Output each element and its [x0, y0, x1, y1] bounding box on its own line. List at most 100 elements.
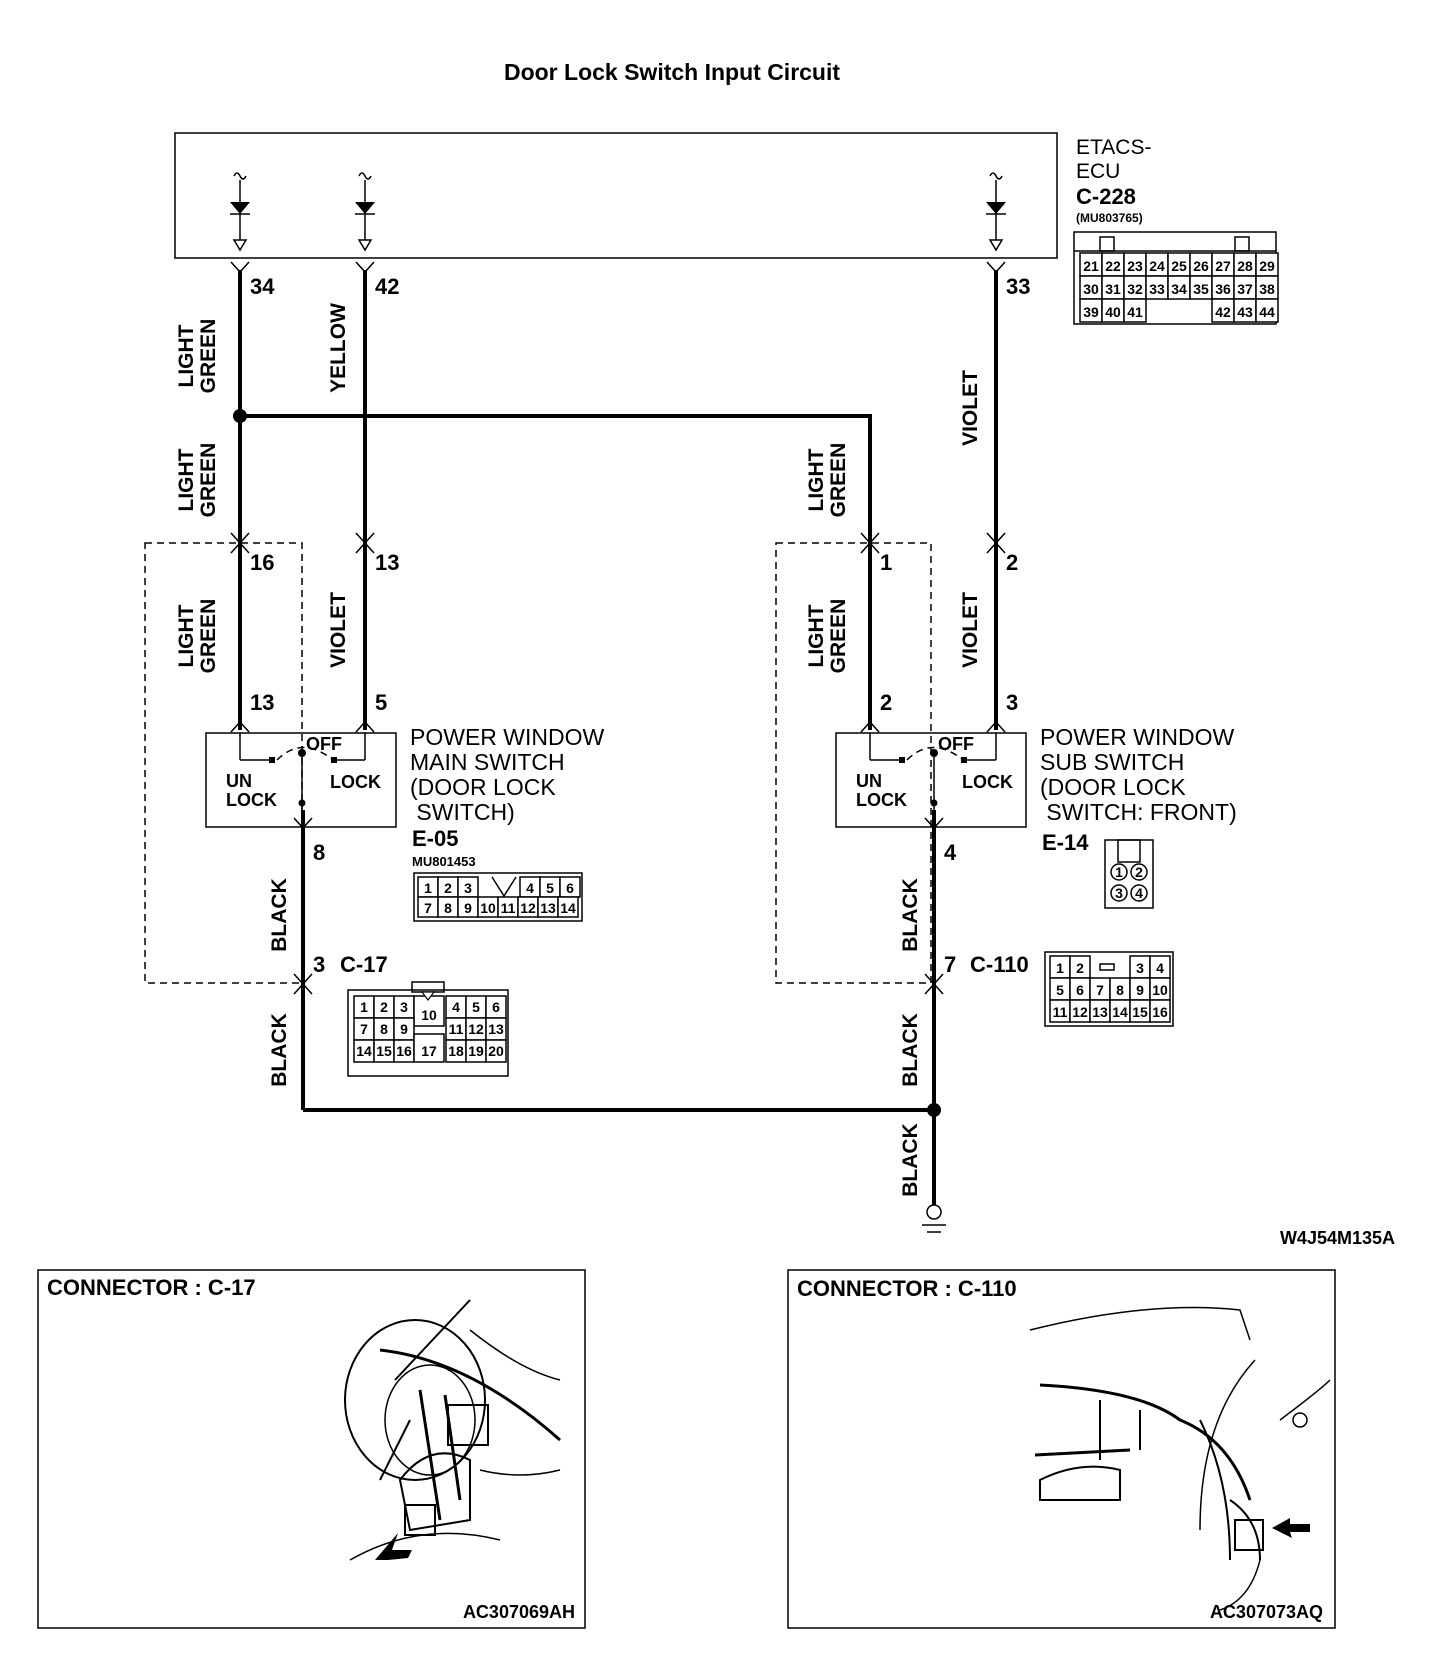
sub-switch-box	[835, 732, 1027, 828]
connector-pin: 20	[488, 1043, 504, 1059]
diode-icon	[986, 172, 1006, 252]
ecu-internal-diodes	[230, 172, 1006, 252]
svg-text:SUB SWITCH: SUB SWITCH	[1040, 749, 1184, 775]
connector-pin: 16	[396, 1043, 412, 1059]
sub-switch-harness-outline	[775, 542, 932, 984]
svg-text:LIGHTGREEN: LIGHTGREEN	[175, 443, 220, 518]
connector-pin: 14	[1112, 1004, 1128, 1020]
connector-pin: 21	[1083, 258, 1099, 274]
connector-pin: 36	[1215, 281, 1231, 297]
connector-chevron	[860, 720, 880, 733]
connector-chevron	[355, 541, 375, 554]
panel-image-id: AC307073AQ	[1210, 1602, 1323, 1622]
label-violet: VIOLET	[959, 370, 982, 446]
svg-text:LIGHTGREEN: LIGHTGREEN	[805, 443, 850, 518]
svg-text:BLACK: BLACK	[899, 878, 922, 952]
c17-location-illustration	[344, 1299, 561, 1561]
connector-pin: 3	[1136, 960, 1144, 976]
connector-pin: 4	[452, 999, 460, 1015]
svg-text:LIGHTGREEN: LIGHTGREEN	[805, 599, 850, 674]
connector-pin: 10	[1152, 982, 1168, 998]
label-violet: VIOLET	[959, 592, 982, 668]
connector-pin: 10	[421, 1007, 437, 1023]
label-black: BLACK	[899, 1013, 922, 1087]
connector-pin: 26	[1193, 258, 1209, 274]
ecu-pin-33: 33	[1006, 274, 1030, 299]
connector-chevron	[293, 817, 313, 830]
label-light-green: LIGHTGREEN	[175, 599, 220, 674]
ground-icon	[922, 1204, 946, 1233]
connector-pin: 1	[1056, 960, 1064, 976]
connector-pin: 9	[400, 1021, 408, 1037]
main-switch-lock-label: LOCK	[330, 772, 381, 792]
c17-connector-id: C-17	[340, 952, 388, 977]
connector-pin: 8	[380, 1021, 388, 1037]
sub-pin-1: 1	[880, 550, 892, 575]
splice-point	[233, 409, 247, 423]
connector-pin: 24	[1149, 258, 1165, 274]
connector-pin: 2	[1076, 960, 1084, 976]
wire-light-green-sub	[240, 414, 872, 730]
ecu-part-number: (MU803765)	[1076, 211, 1143, 225]
svg-text:VIOLET: VIOLET	[959, 592, 982, 668]
connector-pin: 6	[492, 999, 500, 1015]
svg-text:BLACK: BLACK	[899, 1013, 922, 1087]
diagram-title: Door Lock Switch Input Circuit	[504, 59, 840, 85]
svg-text:YELLOW: YELLOW	[327, 303, 350, 393]
label-light-green: LIGHTGREEN	[175, 443, 220, 518]
splice-point	[927, 1103, 941, 1117]
svg-text:LIGHTGREEN: LIGHTGREEN	[175, 599, 220, 674]
connector-pin: 37	[1237, 281, 1253, 297]
label-black: BLACK	[899, 878, 922, 952]
sub-switch-connector-id: E-14	[1042, 830, 1089, 855]
svg-text:VIOLET: VIOLET	[959, 370, 982, 446]
ecu-name-line1: ETACS-	[1076, 136, 1151, 159]
svg-text:SWITCH): SWITCH)	[410, 799, 515, 825]
connector-chevron	[230, 720, 250, 733]
connector-pin: 40	[1105, 304, 1121, 320]
connector-pin: 28	[1237, 258, 1253, 274]
connector-pin: 27	[1215, 258, 1231, 274]
ecu-pin-34: 34	[250, 274, 275, 299]
connector-pin: 15	[376, 1043, 392, 1059]
connector-pin: 12	[520, 900, 536, 916]
connector-pin: 32	[1127, 281, 1143, 297]
connector-pin: 1	[360, 999, 368, 1015]
main-switch-pin-8: 8	[313, 840, 325, 865]
connector-pin: 33	[1149, 281, 1165, 297]
label-violet: VIOLET	[327, 592, 350, 668]
connector-pin: 42	[1215, 304, 1231, 320]
svg-text:(DOOR LOCK: (DOOR LOCK	[410, 774, 556, 800]
sub-switch-off-label: OFF	[938, 734, 974, 754]
ecu-connector-id: C-228	[1076, 184, 1136, 209]
connector-pin: 8	[444, 900, 452, 916]
panel-image-id: AC307069AH	[463, 1602, 575, 1622]
connector-pin: 43	[1237, 304, 1253, 320]
main-switch-box	[205, 732, 397, 828]
connector-pin: 14	[356, 1043, 372, 1059]
connector-pin: 5	[546, 880, 554, 896]
label-black: BLACK	[268, 878, 291, 952]
wire-color-labels: LIGHTGREEN YELLOW LIGHTGREEN LIGHTGREEN …	[175, 303, 982, 1197]
wires	[233, 270, 998, 1205]
connector-pin: 4	[526, 880, 534, 896]
connector-pin: 16	[1152, 1004, 1168, 1020]
connector-pin: 4	[1156, 960, 1164, 976]
connector-chevron	[986, 541, 1006, 554]
connector-pin: 6	[566, 880, 574, 896]
svg-text:BLACK: BLACK	[268, 1013, 291, 1087]
svg-text:MAIN SWITCH: MAIN SWITCH	[410, 749, 565, 775]
connector-chevron	[293, 982, 313, 995]
connector-pin: 2	[444, 880, 452, 896]
connector-chevron	[230, 261, 250, 274]
connector-pin: 38	[1259, 281, 1275, 297]
connector-panel-c110: CONNECTOR : C-110 AC307073AQ	[787, 1269, 1336, 1629]
connector-panel-c17: CONNECTOR : C-17 AC307069AH	[37, 1269, 586, 1629]
connector-pin: 13	[1092, 1004, 1108, 1020]
connector-pin: 12	[468, 1021, 484, 1037]
connector-pin: 34	[1171, 281, 1187, 297]
